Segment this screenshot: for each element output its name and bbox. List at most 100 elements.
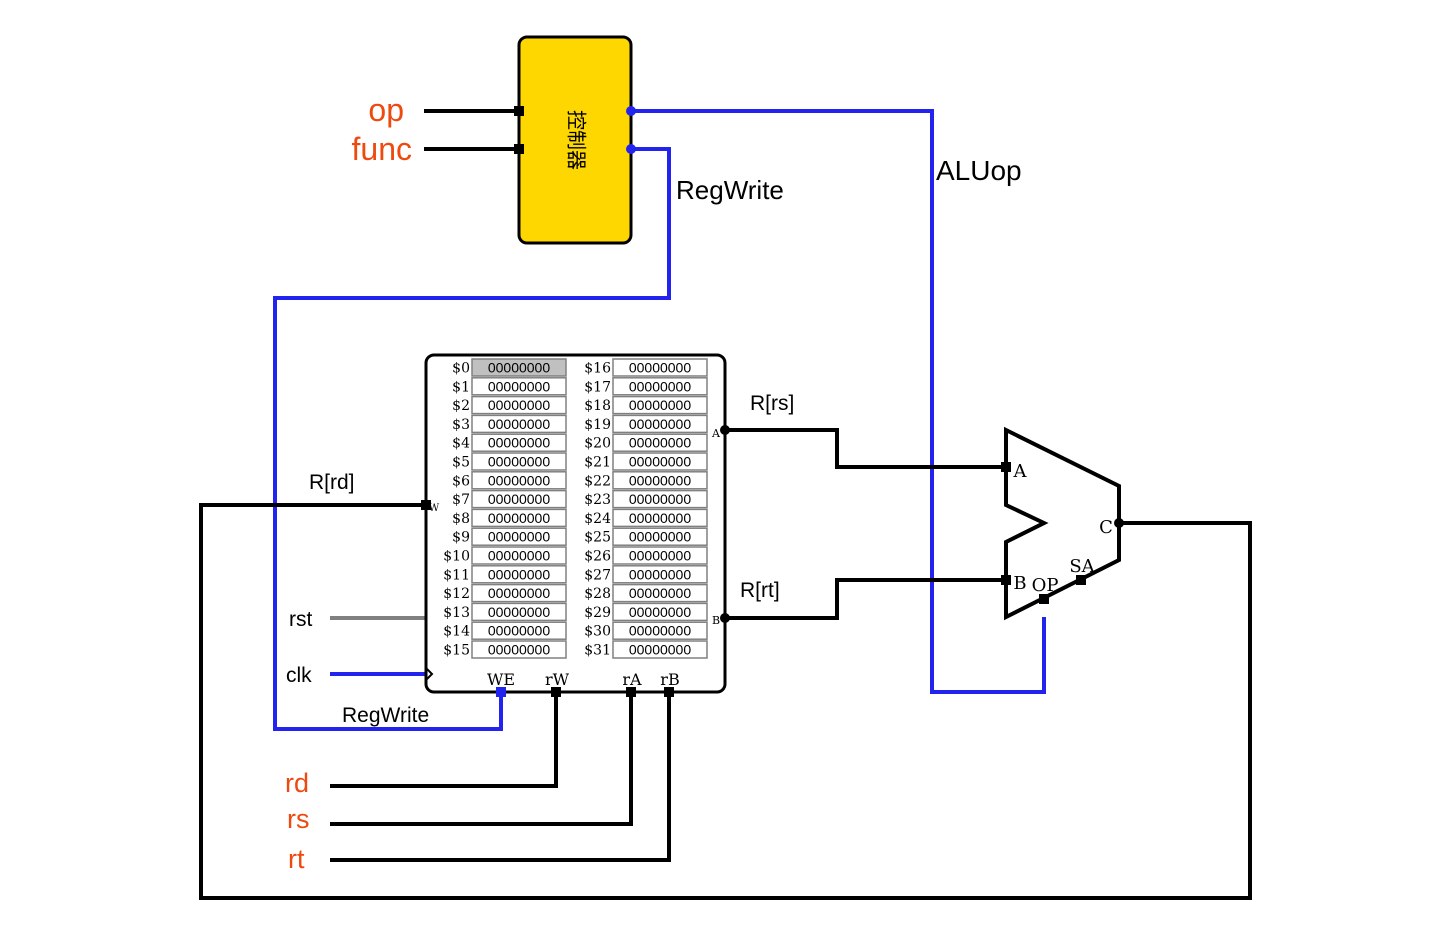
rrt-wire (725, 578, 1006, 620)
register-name: $24 (584, 511, 611, 527)
register-name: $23 (584, 492, 611, 508)
register-name: $18 (584, 398, 611, 414)
wires (199, 109, 1252, 900)
r-rd-label: R[rd] (309, 471, 355, 494)
alu: A B C OP SA (1001, 426, 1124, 621)
regwrite-bottom-label: RegWrite (342, 704, 429, 727)
alu-sa-label: SA (1069, 556, 1095, 577)
register-value-box (612, 433, 708, 452)
alu-a-label: A (1013, 461, 1028, 482)
register-row: $25 00000000 (584, 527, 708, 546)
register-value: 00000000 (629, 642, 692, 658)
register-value-box (612, 527, 708, 546)
alu-a-port (1001, 462, 1011, 472)
register-name: $5 (452, 455, 470, 471)
register-name: $14 (443, 624, 470, 640)
register-value-box (471, 640, 567, 659)
register-name: $13 (443, 605, 470, 621)
register-value-box (471, 452, 567, 471)
controller-op-port (514, 106, 524, 116)
rt-label: rt (288, 844, 305, 874)
register-value-box (471, 489, 567, 509)
register-value: 00000000 (488, 623, 551, 639)
regfile-rb-port (664, 687, 674, 697)
rrs-wire (725, 428, 1006, 469)
register-value: 00000000 (629, 585, 692, 601)
controller-regwrite-port (626, 144, 636, 154)
alu-op-port (1039, 594, 1049, 604)
register-name: $8 (452, 511, 470, 527)
controller-name: 控制器 (565, 110, 589, 170)
controller-func-port (514, 144, 524, 154)
regfile-we-port (496, 687, 506, 697)
register-name: $25 (584, 530, 611, 546)
register-value: 00000000 (488, 642, 551, 658)
register-value: 00000000 (488, 548, 551, 564)
register-value: 00000000 (488, 360, 551, 376)
register-name: $11 (443, 567, 470, 583)
regfile-w-port-label: W (429, 503, 440, 514)
register-value-box (612, 583, 708, 603)
register-value: 00000000 (629, 435, 692, 451)
controller-aluop-port (626, 106, 636, 116)
alu-b-port (1001, 575, 1011, 585)
alu-sa-port (1076, 575, 1086, 585)
register-value: 00000000 (629, 491, 692, 507)
register-value: 00000000 (629, 510, 692, 526)
register-value: 00000000 (488, 472, 551, 488)
rs-label: rs (287, 804, 310, 834)
register-row: $23 00000000 (584, 489, 708, 509)
register-value: 00000000 (488, 454, 551, 470)
regfile-rw-port (551, 687, 561, 697)
regfile-a-port-label: A (711, 427, 721, 440)
register-name: $10 (443, 549, 470, 565)
register-name: $7 (452, 492, 470, 508)
register-value-box (471, 414, 567, 434)
rd-wire (330, 692, 558, 788)
aluop-wire (631, 109, 1046, 694)
register-name: $4 (452, 436, 470, 452)
regfile-w-port (421, 500, 431, 510)
r-rs-label: R[rs] (750, 392, 794, 415)
register-value: 00000000 (629, 548, 692, 564)
rd-label: rd (285, 768, 309, 798)
regfile-b-port-label: B (712, 614, 720, 627)
register-value-box (471, 621, 567, 640)
register-name: $19 (584, 417, 611, 433)
register-value-box (612, 640, 708, 659)
alu-b-label: B (1013, 573, 1026, 594)
alu-c-label: C (1099, 517, 1113, 538)
register-value: 00000000 (629, 529, 692, 545)
register-value-box (612, 395, 708, 415)
rt-wire (330, 692, 671, 862)
alu-c-port (1114, 518, 1124, 528)
register-value: 00000000 (629, 472, 692, 488)
register-value-box (612, 508, 708, 528)
register-value-box (471, 433, 567, 452)
register-name: $17 (584, 379, 611, 395)
register-name: $21 (584, 455, 611, 471)
register-value-box (612, 489, 708, 509)
regfile-we-port-label: WE (487, 670, 515, 689)
regfile-b-port (720, 613, 730, 623)
regfile-rw-port-label: rW (545, 670, 570, 689)
